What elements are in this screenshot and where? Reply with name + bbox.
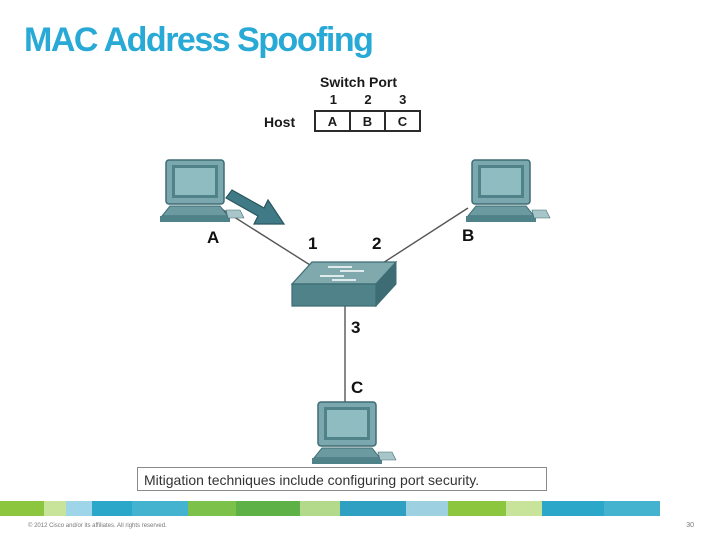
caption-box: Mitigation techniques include configurin… (137, 467, 547, 491)
footer-segment (44, 501, 66, 516)
host-label-b: B (462, 226, 475, 245)
page-number: 30 (686, 522, 694, 529)
host-cell: C (384, 110, 421, 132)
host-label-a: A (207, 228, 220, 247)
port-number: 2 (364, 92, 372, 107)
switch-icon (290, 260, 398, 308)
row-label: Host (264, 114, 296, 130)
footer-color-bar (0, 501, 720, 516)
port-label-1: 1 (308, 234, 318, 253)
link-a (219, 207, 319, 271)
page-title: MAC Address Spoofing (24, 21, 374, 59)
port-label-3: 3 (351, 318, 361, 337)
footer-segment (132, 501, 188, 516)
footer-segment (300, 501, 340, 516)
link-b (371, 207, 469, 271)
table-header: Switch Port (320, 74, 398, 90)
footer-segment (188, 501, 236, 516)
host-cell: B (349, 110, 386, 132)
footer-segment (604, 501, 660, 516)
host-label-c: C (351, 378, 364, 397)
footer-segment (340, 501, 406, 516)
footer-segment (236, 501, 300, 516)
footer-segment (92, 501, 132, 516)
port-number-row: 1 2 3 (316, 92, 420, 107)
footer-segment (448, 501, 506, 516)
host-row: A B C (314, 110, 421, 132)
computer-icon (465, 159, 551, 223)
footer-segment (542, 501, 604, 516)
port-number: 1 (329, 92, 337, 107)
footer-segment (406, 501, 448, 516)
port-number: 3 (399, 92, 407, 107)
port-label-2: 2 (372, 234, 382, 253)
footer-segment (66, 501, 92, 516)
host-cell: A (314, 110, 351, 132)
copyright-notice: © 2012 Cisco and/or its affiliates. All … (28, 523, 167, 529)
footer-segment (0, 501, 44, 516)
arrow-icon (225, 189, 286, 225)
computer-icon (311, 401, 397, 465)
footer-segment (506, 501, 542, 516)
